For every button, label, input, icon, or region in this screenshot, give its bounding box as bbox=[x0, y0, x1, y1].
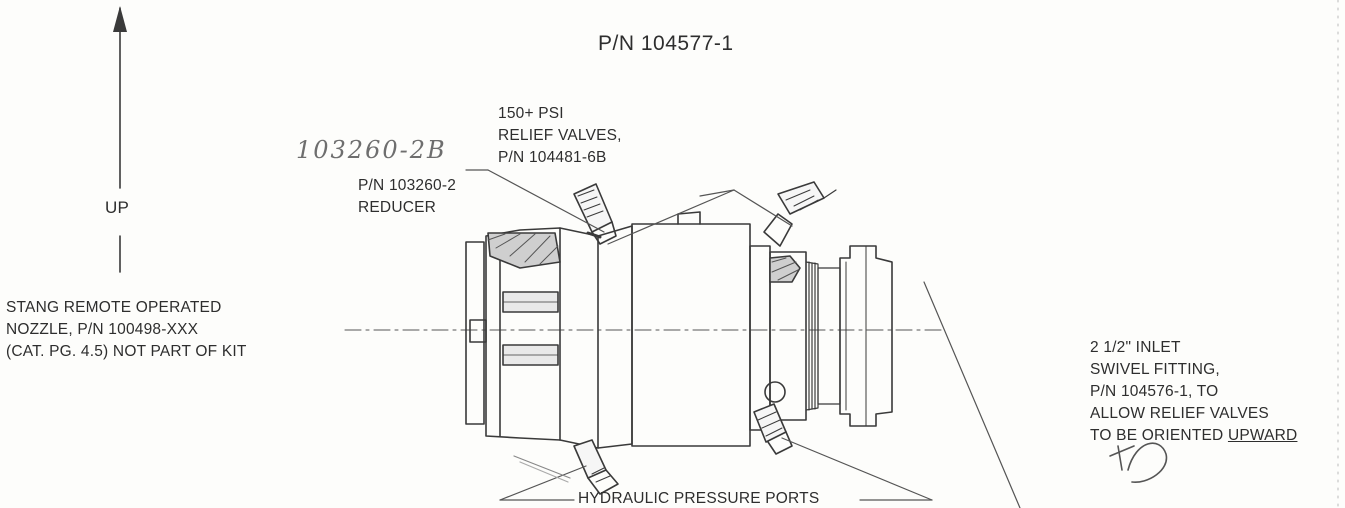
nozzle-note-line1: STANG REMOTE OPERATED bbox=[6, 299, 222, 316]
inlet-note-line5: TO BE ORIENTED UPWARD bbox=[1090, 426, 1297, 446]
relief-valve-left bbox=[573, 183, 617, 245]
relief-valves-line2: RELIEF VALVES, bbox=[498, 127, 622, 144]
relief-valve-right bbox=[763, 181, 837, 247]
threaded-section bbox=[805, 261, 841, 411]
reducer-line2: REDUCER bbox=[358, 199, 437, 216]
hydraulic-ports-label: HYDRAULIC PRESSURE PORTS bbox=[578, 490, 820, 507]
inlet-note-line1: 2 1/2" INLET bbox=[1090, 339, 1181, 356]
handwritten-part-number: 103260-2B bbox=[296, 136, 447, 164]
handwritten-initials-mark bbox=[1109, 442, 1168, 483]
hydraulic-port-left bbox=[573, 439, 619, 495]
inlet-note-line3: P/N 104576-1, TO bbox=[1090, 383, 1219, 400]
swivel-fitting bbox=[839, 245, 893, 427]
nozzle-note-line2: NOZZLE, P/N 100498-XXX bbox=[6, 321, 199, 338]
inlet-note-emphasis: UPWARD bbox=[1227, 427, 1298, 444]
hydraulic-port-right bbox=[753, 403, 793, 455]
nozzle-note-line3: (CAT. PG. 4.5) NOT PART OF KIT bbox=[6, 343, 247, 360]
relief-valves-line1: 150+ PSI bbox=[498, 105, 564, 122]
reducer-line1: P/N 103260-2 bbox=[358, 177, 457, 194]
inlet-note-line2: SWIVEL FITTING, bbox=[1090, 361, 1220, 378]
inlet-note-line5-prefix: TO BE ORIENTED bbox=[1090, 427, 1228, 444]
up-arrow bbox=[113, 6, 127, 273]
inlet-note-line4: ALLOW RELIEF VALVES bbox=[1090, 405, 1269, 422]
up-label: UP bbox=[105, 198, 130, 217]
relief-valves-line3: P/N 104481-6B bbox=[498, 149, 607, 166]
leader-lines bbox=[465, 169, 1021, 508]
drawing-title: P/N 104577-1 bbox=[598, 32, 734, 55]
nozzle-body bbox=[465, 227, 602, 449]
